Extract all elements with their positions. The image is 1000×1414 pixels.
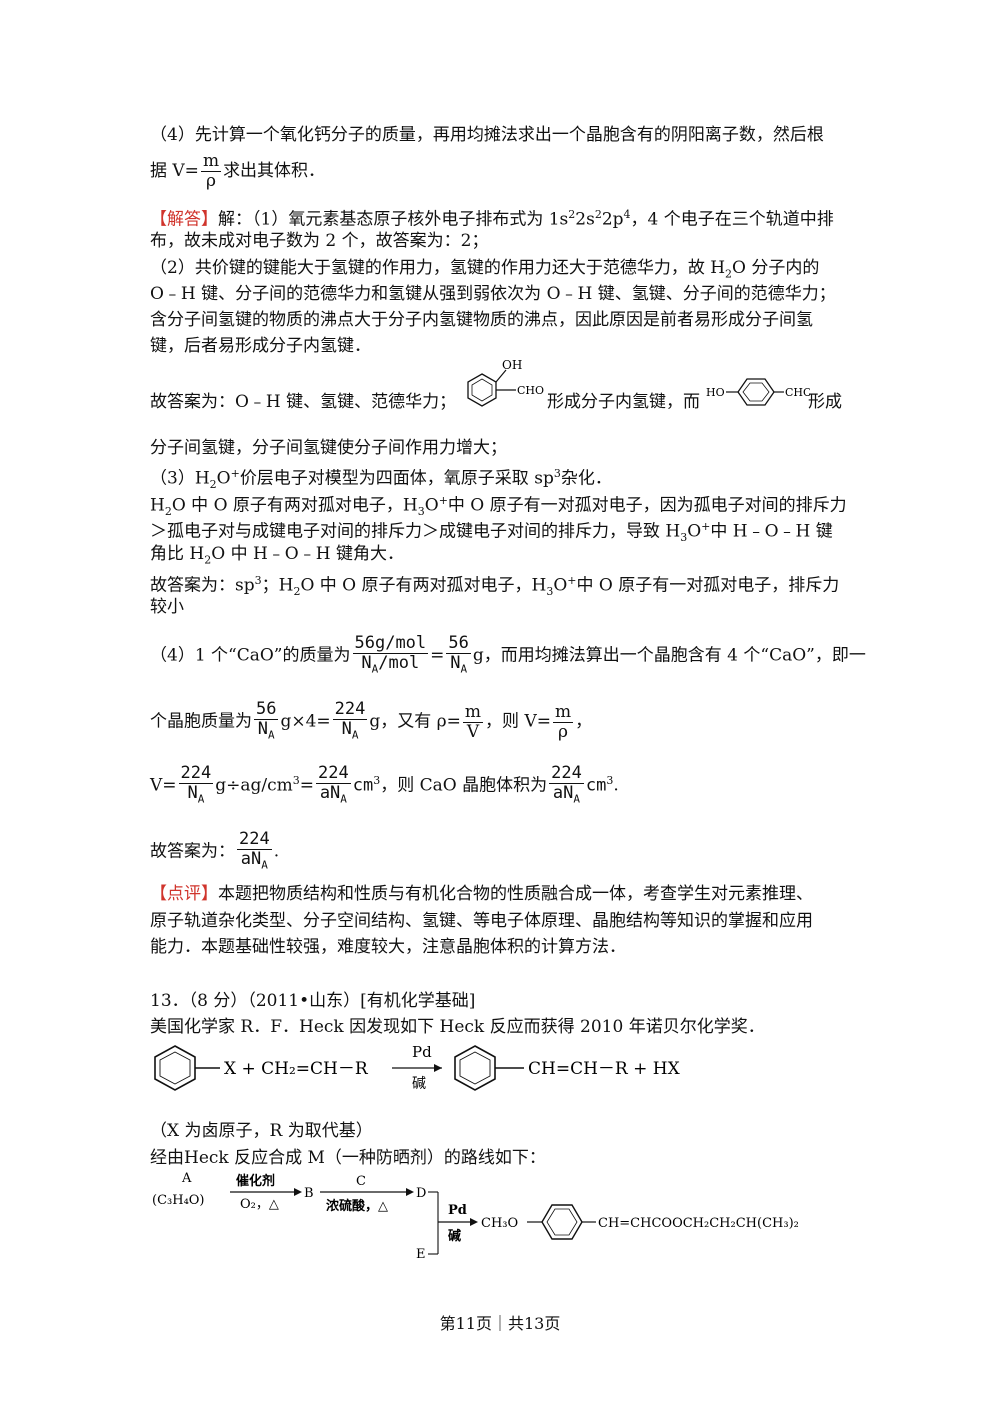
route-base: 碱: [448, 1228, 461, 1244]
question-13-note: （X 为卤原子，R 为取代基）: [150, 1121, 373, 1141]
question-13-header: 13．（8 分）（2011•山东）[有机化学基础]: [150, 991, 476, 1011]
cho-label-2: CHO: [785, 386, 810, 399]
condition-o2: O₂，△: [240, 1197, 279, 1212]
answer-1-line-1: 【解答】解：（1）氧元素基态原子核外电子排布式为 1s22s22p4，4 个电子…: [150, 208, 834, 230]
compound-e: E: [416, 1247, 426, 1262]
heck-reactants: X + CH₂=CH－R: [224, 1059, 369, 1079]
comment-line-3: 能力．本题基础性较强，难度较大，注意晶胞体积的计算方法．: [150, 937, 626, 957]
reagent-c: C: [356, 1174, 366, 1189]
answer-2-line-4: 键，后者易形成分子内氢键．: [150, 336, 371, 356]
cho-label: CHO: [517, 384, 544, 397]
answer-2-result-c: 形成: [808, 392, 842, 412]
heck-reaction-equation: X + CH₂=CH－R Pd 碱 CH=CH－R + HX: [154, 1043, 681, 1092]
answer-2-result-line-2: 分子间氢键，分子间氢键使分子间作用力增大；: [150, 438, 507, 458]
product-ester-chain: CH=CHCOOCH₂CH₂CH(CH₃)₂: [598, 1216, 799, 1231]
question-13-intro: 美国化学家 R．F．Heck 因发现如下 Heck 反应而获得 2010 年诺贝…: [150, 1017, 765, 1037]
catalyst-label: 催化剂: [236, 1173, 275, 1189]
compound-a: A: [181, 1171, 192, 1186]
heck-catalyst: Pd: [412, 1043, 432, 1061]
ho-label: HO: [706, 386, 725, 399]
answer-2-result-b: 形成分子内氢键，而: [547, 392, 700, 412]
heck-products: CH=CH－R + HX: [528, 1059, 681, 1079]
answer-3-result-line-2: 较小: [150, 597, 184, 617]
compound-a-formula: (C₃H₄O): [152, 1193, 205, 1208]
answer-2-line-2: O﹣H 键、分子间的范德华力和氢键从强到弱依次为 O﹣H 键、氢键、分子间的范德…: [150, 284, 836, 304]
answer-3-line-1: （3）H2O+价层电子对模型为四面体，氧原子采取 sp3杂化．: [150, 467, 612, 492]
answer-3-line-4: 角比 H2O 中 H﹣O﹣H 键角大．: [150, 544, 404, 567]
comment-line-2: 原子轨道杂化类型、分子空间结构、氢键、等电子体原理、晶胞结构等知识的掌握和应用: [150, 911, 813, 931]
answer-2-line-3: 含分子间氢键的物质的沸点大于分子内氢键物质的沸点，因此原因是前者易形成分子间氢: [150, 310, 813, 330]
p-hydroxybenzaldehyde-structure: HO CHO: [706, 378, 810, 406]
condition-h2so4: 浓硫酸，△: [326, 1198, 388, 1214]
answer-2-result-a: 故答案为：O﹣H 键、氢键、范德华力；: [150, 392, 457, 412]
compound-d: D: [416, 1186, 426, 1201]
answer-3-result-line-1: 故答案为：sp3；H2O 中 O 原子有两对孤对电子，H3O+中 O 原子有一对…: [150, 574, 840, 599]
comment-line-1: 【点评】本题把物质结构和性质与有机化合物的性质融合成一体，考查学生对元素推理、: [150, 884, 813, 904]
answer-tag: 【解答】: [150, 209, 218, 230]
page-footer: 第11页｜共13页: [439, 1314, 561, 1333]
product-methoxy: CH₃O: [481, 1216, 518, 1231]
o-hydroxybenzaldehyde-structure: OH CHO: [467, 358, 544, 407]
answer-2-line-1: （2）共价键的键能大于氢键的作用力，氢键的作用力还大于范德华力，故 H2O 分子…: [150, 258, 820, 281]
heck-base: 碱: [412, 1076, 426, 1092]
oh-label: OH: [502, 358, 522, 372]
answer-1-line-2: 布，故未成对电子数为 2 个，故答案为：2；: [150, 231, 489, 251]
question-13-route-intro: 经由Heck 反应合成 M（一种防晒剂）的路线如下：: [150, 1148, 546, 1168]
answer-3-line-2: H2O 中 O 原子有两对孤对电子，H3O+中 O 原子有一对孤对电子，因为孤电…: [150, 494, 847, 519]
synthesis-route-diagram: A (C₃H₄O) 催化剂 O₂，△ B C 浓硫酸，△ D E Pd 碱 CH…: [152, 1171, 799, 1262]
answer-3-line-3: ＞孤电子对与成键电子对间的排斥力＞成键电子对间的排斥力，导致 H3O+中 H﹣O…: [150, 520, 833, 545]
route-catalyst: Pd: [448, 1203, 467, 1218]
comment-tag: 【点评】: [150, 884, 218, 904]
compound-b: B: [304, 1186, 314, 1201]
hint-line-1: （4）先计算一个氧化钙分子的质量，再用均摊法求出一个晶胞含有的阴阳离子数，然后根: [150, 125, 824, 145]
